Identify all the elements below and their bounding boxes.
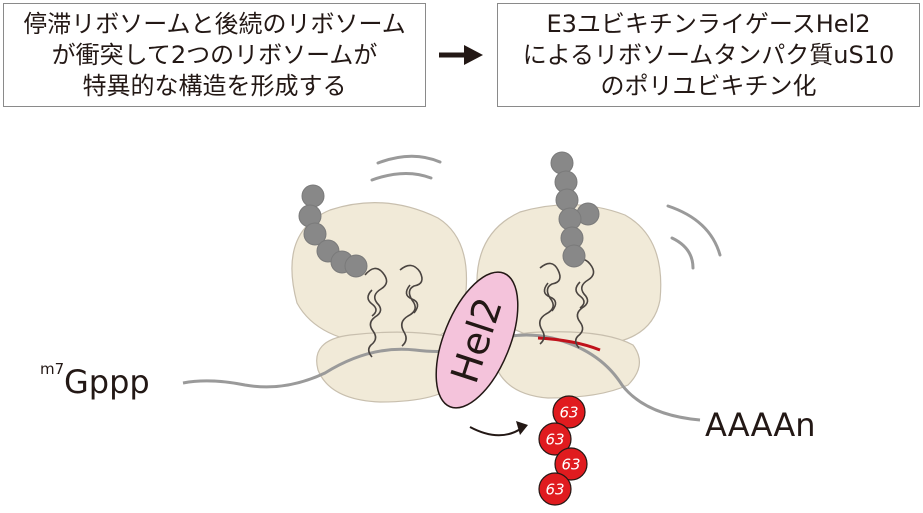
motion-lines-right (666, 204, 722, 270)
trna-left (364, 264, 423, 358)
cap-label: Gppp (64, 363, 150, 401)
nascent-chain-left (298, 184, 368, 278)
ubiquitin-4-label: 63 (545, 481, 564, 499)
ubiquitin-1-label: 63 (559, 404, 578, 422)
trna-right (538, 258, 595, 349)
ubiquitin-3-label: 63 (561, 456, 580, 474)
ubiquitin-2-label: 63 (545, 431, 564, 449)
left-box-line-1: 停滞リボソームと後続のリボソーム (23, 9, 406, 38)
ubiquitin-3: 63 (554, 447, 588, 481)
ubiquitin-1: 63 (552, 395, 586, 429)
nascent-chain-right (550, 151, 600, 268)
right-box-line-3: のポリユビキチン化 (600, 71, 817, 100)
right-box-line-1: E3ユビキチンライゲースHel2 (546, 9, 871, 38)
polyubiquitin-chain: 63 63 63 63 (538, 395, 588, 506)
ribosome-right-small-subunit (491, 331, 640, 399)
left-box-line-2: が衝突して2つのリボソームが (51, 40, 378, 69)
ubiquitination-arrow (469, 421, 528, 437)
right-box-line-2: によるリボソームタンパク質uS10 (522, 40, 895, 69)
left-box-line-3: 特異的な構造を形成する (82, 71, 347, 100)
right-description-box: E3ユビキチンライゲースHel2 によるリボソームタンパク質uS10 のポリユビ… (497, 3, 920, 107)
ribosome-right (476, 204, 662, 399)
right-arrow-icon (439, 45, 483, 65)
ubiquitin-4: 63 (538, 472, 572, 506)
left-description-box: 停滞リボソームと後続のリボソーム が衝突して2つのリボソームが 特異的な構造を形… (3, 3, 426, 107)
cap-superscript-label: m7 (40, 360, 64, 378)
polya-label: AAAAn (705, 406, 816, 444)
motion-lines-left (370, 154, 442, 182)
ubiquitin-2: 63 (538, 422, 572, 456)
